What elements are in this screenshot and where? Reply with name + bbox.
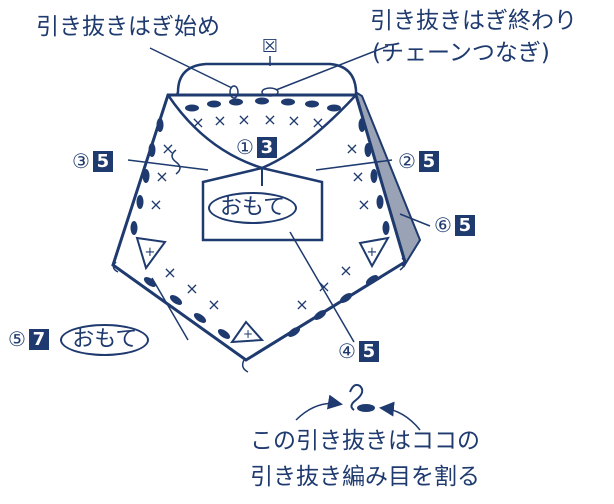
piece-6-number: ⑥ [434, 213, 452, 237]
stitch-x: × [345, 139, 358, 158]
stitch-x: × [237, 110, 250, 129]
stitch-x: × [339, 261, 352, 280]
stitch-detail [295, 383, 421, 431]
corner-triangle-bottom [229, 320, 265, 344]
piece-6-count: 5 [454, 215, 475, 236]
stitch-x: × [163, 263, 176, 282]
piece-5-number: ⑤ [8, 327, 26, 351]
end-label-line2: (チェーンつなぎ) [372, 40, 550, 66]
piece-1-count: 3 [256, 137, 277, 158]
corner-triangle-left [135, 236, 167, 271]
stitch-x: × [311, 113, 324, 132]
bottom-note-line2: 引き抜き編み目を割る [250, 464, 480, 490]
stitch-x: × [295, 295, 308, 314]
piece-4-number: ④ [338, 339, 356, 363]
stitch-x: × [357, 195, 370, 214]
center-front-oval: おもて [208, 192, 298, 224]
stitch-plus: + [243, 327, 253, 341]
piece-5-side-oval: おもて [60, 324, 150, 356]
stitch-x: × [207, 295, 220, 314]
stitch-plus: + [367, 245, 378, 260]
stitch-x: × [287, 111, 300, 130]
leader-lines [127, 45, 431, 343]
piece-4-count: 5 [358, 341, 379, 362]
stitch-x: × [317, 277, 330, 296]
bottom-note-line1: この引き抜きはココの [250, 428, 480, 454]
start-mark-icon: ☒ [262, 36, 278, 57]
stitch-x: × [213, 111, 226, 130]
chain-join-band [174, 62, 358, 100]
cross-stitches: × × × × × × × × × × × × × × × × × × + + … [145, 110, 378, 341]
piece-3-number: ③ [72, 149, 90, 173]
start-label: 引き抜きはぎ始め [36, 14, 220, 40]
stitch-chains [130, 97, 390, 339]
stitch-x: × [161, 139, 174, 158]
stitch-x: × [185, 279, 198, 298]
stitch-x: × [149, 195, 162, 214]
end-label-line1: 引き抜きはぎ終わり [370, 8, 577, 34]
stitch-x: × [263, 110, 276, 129]
stitch-x: × [191, 113, 204, 132]
piece-2-count: 5 [418, 151, 439, 172]
piece-1-number: ① [236, 135, 254, 159]
piece-5-count: 7 [28, 329, 49, 350]
center-front-label: おもて [208, 192, 298, 224]
piece-2-number: ② [398, 149, 416, 173]
corner-triangle-right [358, 236, 390, 269]
stitch-x: × [155, 167, 168, 186]
stitch-plus: + [145, 245, 156, 260]
stitch-x: × [351, 167, 364, 186]
piece-3-count: 5 [92, 151, 113, 172]
